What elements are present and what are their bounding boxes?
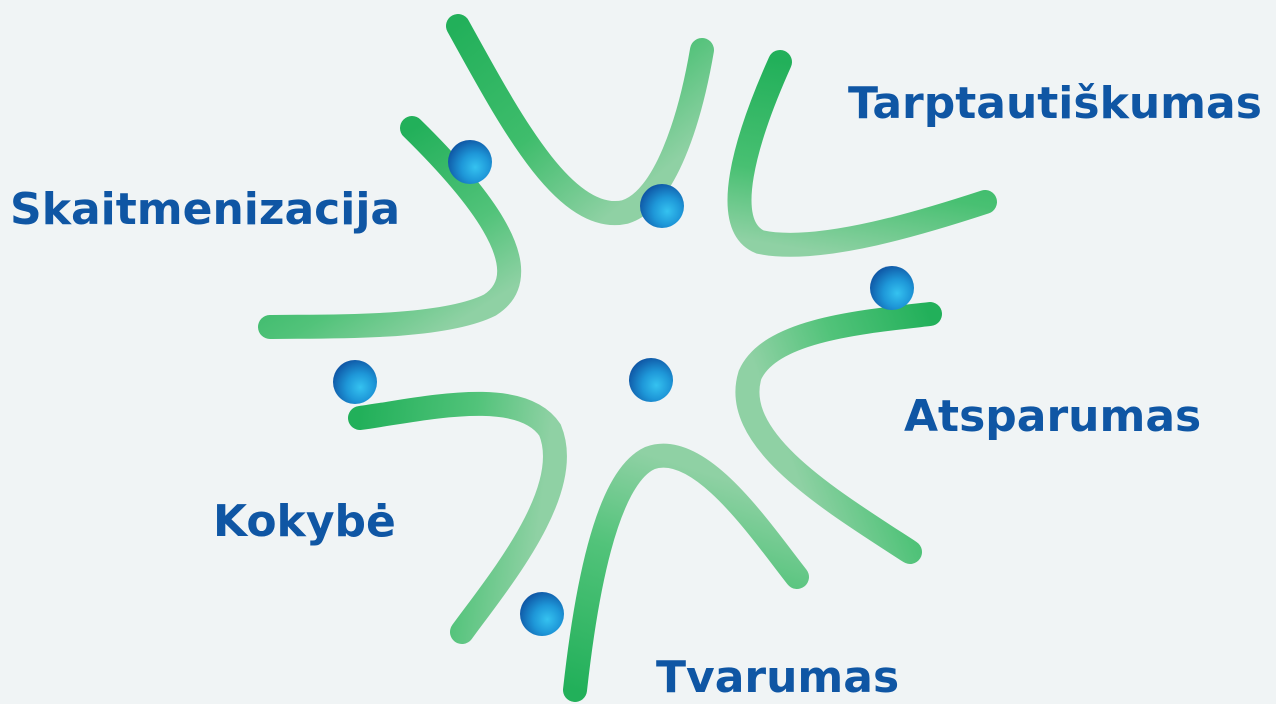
label-internationalization: Tarptautiškumas xyxy=(848,82,1262,126)
sphere-node-icon xyxy=(333,360,377,404)
sphere-node-icon xyxy=(870,266,914,310)
label-resilience: Atsparumas xyxy=(904,395,1201,439)
sphere-node-icon xyxy=(520,592,564,636)
label-quality: Kokybė xyxy=(213,500,396,544)
label-sustainability: Tvarumas xyxy=(656,656,899,700)
sphere-node-icon xyxy=(448,140,492,184)
curved-arm-right xyxy=(747,314,930,552)
sphere-node-icon xyxy=(640,184,684,228)
label-digitalization: Skaitmenizacija xyxy=(10,188,400,232)
sphere-node-icon xyxy=(629,358,673,402)
